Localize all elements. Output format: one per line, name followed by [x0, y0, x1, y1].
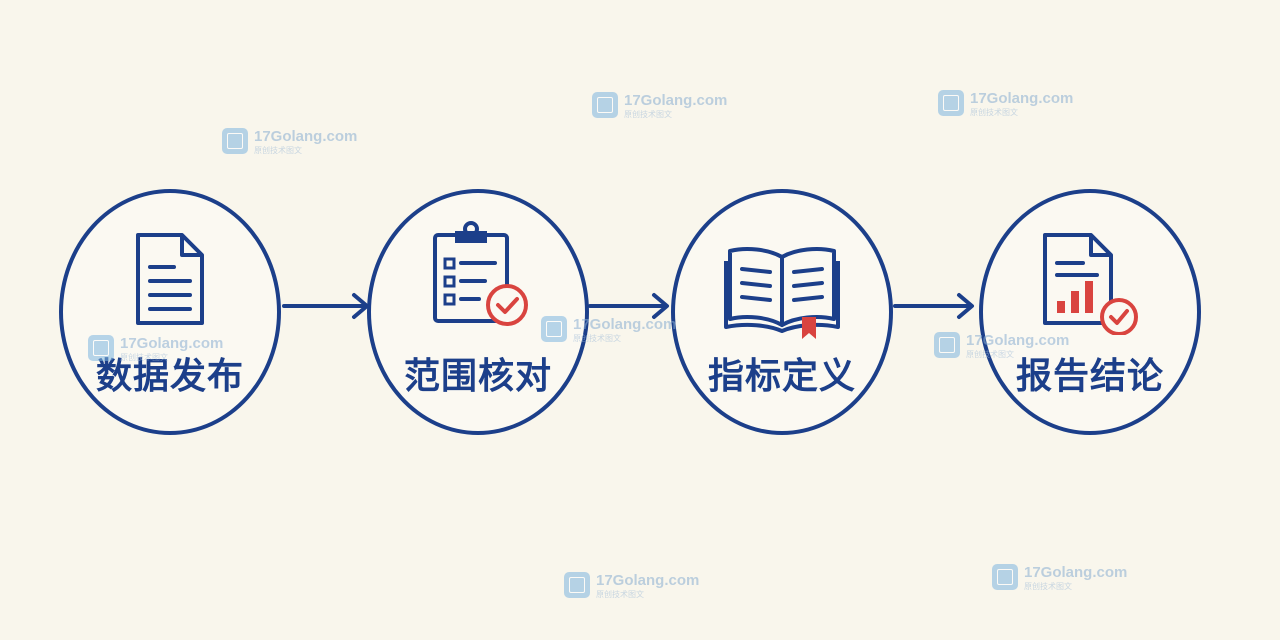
watermark-text: 17Golang.com [573, 316, 677, 333]
watermark-logo-icon [938, 90, 964, 116]
watermark-text: 17Golang.com [596, 572, 700, 589]
arrow-right-icon [893, 293, 974, 319]
arrow-right-icon [282, 293, 369, 319]
watermark-logo-icon [934, 332, 960, 358]
watermark-logo-icon [992, 564, 1018, 590]
watermark-subtext: 原创技术图文 [624, 110, 672, 119]
step-label: 指标定义 [707, 356, 856, 397]
step-label: 报告结论 [1015, 356, 1164, 397]
step-scope-check: 范围核对 [367, 189, 589, 435]
watermark-subtext: 原创技术图文 [966, 350, 1014, 359]
watermark-subtext: 原创技术图文 [573, 334, 621, 343]
step-report-conclusion: 报告结论 [979, 189, 1201, 435]
clipboard-checklist-icon [433, 221, 528, 326]
watermark-text: 17Golang.com [254, 128, 358, 145]
watermark-logo-icon [592, 92, 618, 118]
watermark-text: 17Golang.com [624, 92, 728, 109]
report-chart-icon [1043, 233, 1138, 335]
step-data-release: 数据发布 [59, 189, 281, 435]
watermark-text: 17Golang.com [1024, 564, 1128, 581]
watermark-text: 17Golang.com [966, 332, 1070, 349]
watermark-subtext: 原创技术图文 [1024, 582, 1072, 591]
watermark-subtext: 原创技术图文 [970, 108, 1018, 117]
watermark-logo-icon [88, 335, 114, 361]
arrow-right-icon [588, 293, 669, 319]
step-label: 数据发布 [95, 356, 244, 397]
watermark-text: 17Golang.com [970, 90, 1074, 107]
watermark-logo-icon [222, 128, 248, 154]
step-metric-definition: 指标定义 [671, 189, 893, 435]
watermark-logo-icon [564, 572, 590, 598]
watermark-text: 17Golang.com [120, 335, 224, 352]
watermark-subtext: 原创技术图文 [596, 590, 644, 599]
document-icon [136, 233, 204, 325]
watermark-subtext: 原创技术图文 [120, 353, 168, 362]
watermark-logo-icon [541, 316, 567, 342]
watermark-subtext: 原创技术图文 [254, 146, 302, 155]
open-book-icon [724, 247, 840, 339]
step-label: 范围核对 [403, 356, 552, 397]
